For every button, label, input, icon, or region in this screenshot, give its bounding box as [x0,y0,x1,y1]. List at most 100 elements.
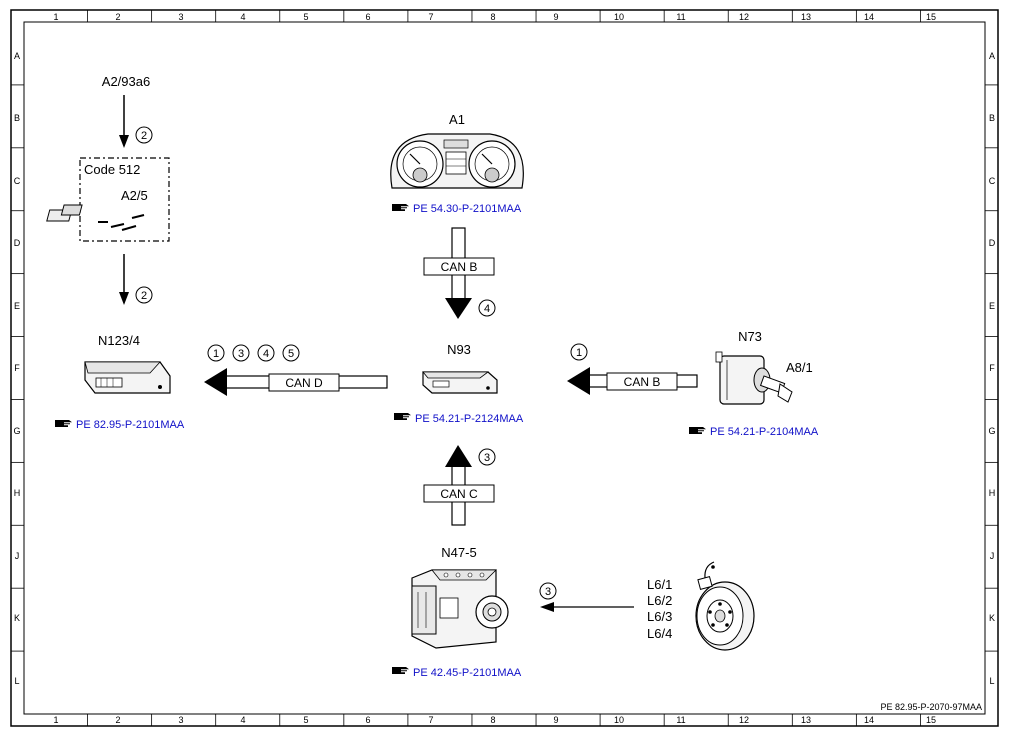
component-n123-4: N123/4 PE 82.95-P-2101MAA [55,333,185,431]
reference-n47-5[interactable]: PE 42.45-P-2101MAA [392,667,522,679]
grid-col-9: 9 [553,715,558,725]
grid-col-3: 3 [178,12,183,22]
reference-n93-text[interactable]: PE 54.21-P-2124MAA [415,413,524,425]
reference-n73[interactable]: PE 54.21-P-2104MAA [689,426,819,438]
reference-n47-5-text[interactable]: PE 42.45-P-2101MAA [413,667,522,679]
grid-row-k: K [989,613,995,623]
brake-disc-sensor-icon [695,561,755,651]
signal-marker-4: 4 [478,299,496,317]
reference-n73-text[interactable]: PE 54.21-P-2104MAA [710,426,819,438]
signal-marker-3: 3 [232,344,250,362]
document-reference-icon [392,204,409,211]
grid-row-b: B [989,113,995,123]
bus-label-can-d: CAN D [285,376,323,390]
grid-row-a: A [14,51,20,61]
control-unit-icon [422,371,498,394]
component-n93: N93 PE 54.21-P-2124MAA [394,342,524,425]
grid-row-h: H [14,488,21,498]
grid-row-a: A [989,51,995,61]
grid-col-2: 2 [115,12,120,22]
signal-marker-1: 1 [570,343,588,361]
grid-col-2: 2 [115,715,120,725]
reference-n123-4-text[interactable]: PE 82.95-P-2101MAA [76,419,185,431]
signal-marker-3: 3 [478,448,496,466]
svg-text:3: 3 [238,348,244,360]
grid-col-11: 11 [676,12,685,22]
grid-row-g: G [13,426,20,436]
grid-col-14: 14 [864,715,874,725]
bus-label-box [606,372,678,391]
grid-row-l: L [14,676,19,686]
component-n73: N73 A8/1 PE 54.21-P-2104MAA [689,329,819,438]
bus-can-b-vertical: CAN B 4 [423,227,496,319]
grid-col-12: 12 [739,12,749,22]
svg-text:2: 2 [141,130,147,142]
bus-label-box [268,373,340,392]
grid-marks [11,10,998,726]
bus-label-box [423,257,495,276]
grid-col-4: 4 [240,715,245,725]
label-a2-93a6: A2/93a6 [102,74,150,89]
label-l6-1: L6/1 [647,577,672,592]
grid-row-e: E [989,301,995,311]
signal-marker-1: 1 [207,344,225,362]
grid-col-14: 14 [864,12,874,22]
bus-can-b-horizontal: CAN B 1 [567,343,698,395]
grid-row-j: J [15,551,20,561]
document-reference-icon [392,667,409,674]
svg-text:1: 1 [576,347,582,359]
grid-row-k: K [14,613,20,623]
svg-text:4: 4 [263,348,269,360]
label-l6-3: L6/3 [647,609,672,624]
grid-row-labels-left: A B C D E F G H J K L [13,51,20,686]
reference-n123-4[interactable]: PE 82.95-P-2101MAA [55,419,185,431]
bus-can-c: CAN C 3 [423,445,496,526]
label-n47-5: N47-5 [441,545,476,560]
grid-row-d: D [14,238,21,248]
code-512-boundary [79,157,170,242]
arrow-head [567,367,590,395]
arrow-head [540,602,554,612]
arrow-head [445,298,472,319]
document-reference-icon [689,427,706,434]
grid-col-7: 7 [428,715,433,725]
drawing-frame [10,9,999,727]
arrow-head [119,292,129,305]
arrow-head [445,445,472,467]
grid-col-5: 5 [303,12,308,22]
svg-text:2: 2 [141,290,147,302]
grid-row-c: C [989,176,996,186]
grid-col-6: 6 [365,12,370,22]
label-l6-4: L6/4 [647,626,672,641]
component-a2-93a6: A2/93a6 2 [102,74,153,148]
reference-n93[interactable]: PE 54.21-P-2124MAA [394,413,524,425]
reference-a1[interactable]: PE 54.30-P-2101MAA [392,203,522,215]
grid-col-15: 15 [926,12,936,22]
label-a8-1: A8/1 [786,360,813,375]
label-a2-5: A2/5 [121,188,148,203]
bus-label-can-c: CAN C [440,487,478,501]
grid-col-5: 5 [303,715,308,725]
grid-column-labels-bottom: 1 2 3 4 5 6 7 8 9 10 11 12 13 14 15 [53,715,936,725]
grid-row-d: D [989,238,996,248]
grid-col-4: 4 [240,12,245,22]
label-n93: N93 [447,342,471,357]
grid-col-10: 10 [614,12,624,22]
abs-hydraulic-unit-icon [411,569,509,649]
grid-col-12: 12 [739,715,749,725]
grid-col-13: 13 [801,12,811,22]
grid-col-8: 8 [490,12,495,22]
signal-wheel-speed: 3 [539,582,634,612]
arrow-head [204,368,227,396]
signal-marker-5: 5 [282,344,300,362]
grid-row-j: J [990,551,995,561]
reference-a1-text[interactable]: PE 54.30-P-2101MAA [413,203,522,215]
grid-col-10: 10 [614,715,624,725]
signal-marker-2: 2 [135,286,153,304]
bus-can-d: CAN D 1 3 4 5 [204,344,388,396]
signal-marker-3: 3 [539,582,557,600]
instrument-cluster-icon [390,133,524,189]
grid-col-11: 11 [676,715,685,725]
document-reference-icon [394,413,411,420]
connector-plug-icon [46,204,145,231]
